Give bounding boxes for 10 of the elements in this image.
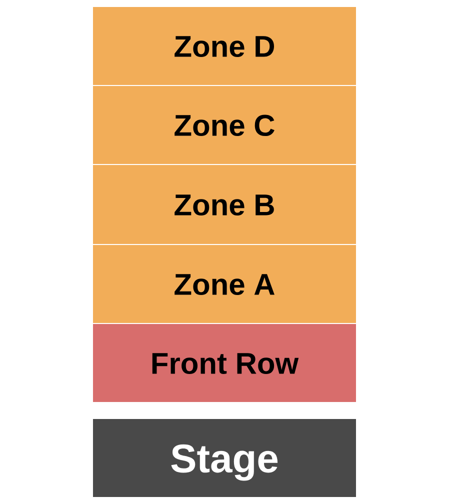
stage-block: Stage (93, 419, 356, 497)
node-label: Zone D (174, 36, 274, 58)
node-label: Zone C (174, 114, 274, 136)
seating-section: Zone C (93, 86, 356, 164)
seating-section: Zone B (93, 165, 356, 244)
node-label: Zone B (174, 194, 274, 216)
seating-section: Front Row (93, 324, 356, 402)
seating-section: Zone A (93, 245, 356, 323)
seating-section: Zone D (93, 7, 356, 85)
node-label: Zone A (174, 274, 274, 296)
